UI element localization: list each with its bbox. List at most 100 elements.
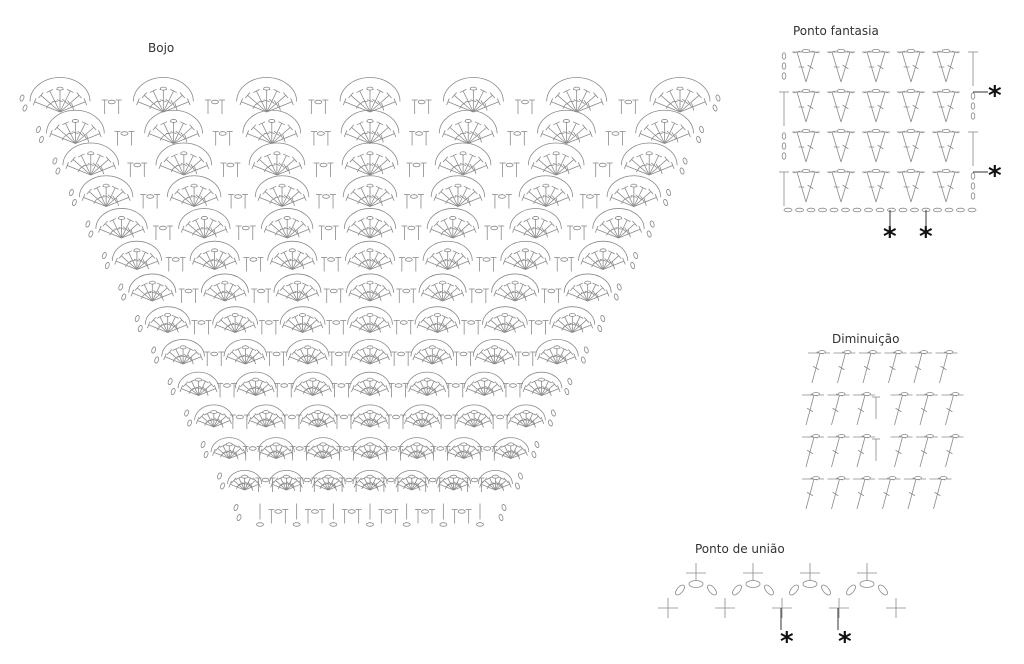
stitch-line	[520, 419, 526, 421]
fan-arc	[227, 469, 263, 485]
fan-arc	[472, 339, 517, 357]
stitch-line	[225, 353, 229, 361]
fan-arc	[29, 77, 91, 102]
chain-stitch	[366, 474, 374, 479]
chain-stitch	[68, 189, 74, 196]
chain-stitch	[366, 151, 374, 156]
stitch-line	[254, 102, 260, 106]
decrease-stitch	[904, 476, 926, 510]
chain-stitch	[273, 151, 281, 156]
stitch-line	[502, 257, 507, 265]
stitch-line	[360, 411, 367, 416]
stitch-line	[323, 381, 329, 388]
chain-stitch	[102, 183, 110, 188]
stitch-line	[533, 199, 537, 204]
stitch-line	[283, 163, 289, 171]
stitch-line	[150, 317, 157, 323]
connector-stitch	[127, 162, 148, 177]
stitch-line	[374, 354, 380, 362]
v-cluster	[792, 49, 820, 83]
fan-arc	[535, 339, 579, 357]
stitch-line	[93, 199, 97, 204]
chain-stitch	[871, 89, 881, 94]
stitch-line	[187, 354, 193, 362]
stitch-line	[329, 451, 333, 460]
stitch-line	[348, 92, 354, 99]
fan-arc	[509, 208, 562, 230]
stitch-line	[243, 324, 247, 333]
stitch-line	[172, 322, 178, 330]
stitch-line	[321, 411, 328, 416]
fan-shell	[128, 273, 177, 302]
stitch-line	[362, 132, 368, 135]
fan-shell	[343, 208, 397, 239]
connector-stitch	[388, 383, 409, 398]
fan-shell	[509, 208, 562, 239]
stitch-line	[318, 476, 326, 480]
stitch-line	[291, 314, 299, 319]
stitch-line	[553, 121, 560, 126]
stitch-line	[460, 132, 467, 135]
stitch-line	[111, 229, 116, 233]
stitch-line	[350, 188, 356, 195]
connector-stitch	[341, 509, 362, 524]
chain-stitch	[164, 313, 172, 317]
stitch-line	[208, 188, 214, 195]
connector-stitch	[101, 99, 122, 114]
chain-stitch	[633, 252, 639, 259]
stitch-line	[95, 197, 100, 201]
chain-stitch	[340, 414, 348, 420]
stitch-line	[228, 323, 235, 326]
chain-stitch	[303, 477, 312, 483]
stitch-line	[213, 229, 217, 238]
stitch-line	[112, 195, 117, 203]
stitch-line	[357, 231, 361, 236]
chain-stitch	[552, 151, 560, 156]
stitch-line	[545, 229, 549, 238]
stitch-line	[336, 477, 342, 484]
stitch-line	[156, 282, 164, 287]
stitch-line	[375, 290, 380, 298]
stitch-line	[289, 258, 296, 262]
stitch-line	[280, 228, 286, 230]
fan-arc	[246, 404, 286, 421]
connector-stitch	[274, 383, 295, 398]
fan-shell	[111, 240, 162, 270]
stitch-line	[487, 317, 494, 323]
connector-stitch	[318, 225, 339, 240]
fan-shell	[189, 240, 240, 270]
stitch-line	[643, 198, 647, 206]
stitch-line	[259, 419, 266, 421]
stitch-line	[184, 134, 188, 143]
stitch-line	[269, 164, 275, 166]
chain-stitch	[319, 442, 327, 447]
connector-stitch	[165, 257, 186, 272]
stitch-line	[545, 165, 550, 169]
stitch-line	[946, 407, 953, 413]
stitch-line	[640, 195, 645, 203]
stitch-line	[423, 356, 428, 360]
chain-stitch	[550, 409, 556, 417]
stitch-line	[449, 168, 453, 173]
stitch-line	[199, 185, 207, 190]
stitch-line	[371, 162, 378, 168]
v-cluster	[862, 168, 890, 203]
stitch-line	[79, 165, 85, 169]
stitch-line	[551, 381, 558, 388]
stitch-line	[470, 418, 478, 422]
marker-asterisk: *	[883, 222, 897, 252]
stitch-line	[615, 226, 622, 230]
stitch-line	[542, 385, 548, 392]
stitch-line	[157, 290, 163, 298]
chain-stitch	[249, 257, 258, 262]
stitch-line	[877, 104, 884, 110]
stitch-line	[109, 218, 117, 222]
chain-stitch	[951, 392, 960, 396]
chain-stitch	[480, 377, 488, 382]
stitch-line	[162, 133, 167, 138]
chain-stitch	[217, 472, 222, 480]
stitch-line	[370, 353, 377, 360]
stitch-line	[584, 290, 591, 294]
stitch-line	[542, 195, 550, 198]
stitch-line	[573, 322, 580, 328]
